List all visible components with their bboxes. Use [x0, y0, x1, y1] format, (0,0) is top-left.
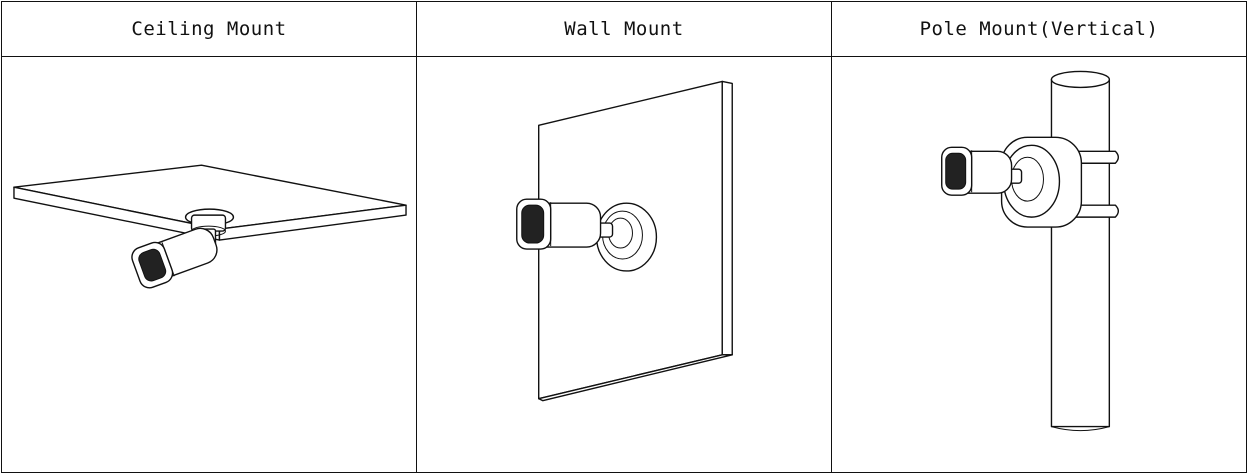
wall-mount-illustration	[516, 80, 733, 402]
ceiling-camera-lens	[138, 248, 167, 282]
ceiling-mount-illustration	[13, 164, 407, 289]
pole-top	[1050, 70, 1111, 89]
heading-wall-mount: Wall Mount	[416, 1, 832, 57]
pole-mount-illustration	[941, 70, 1120, 432]
wall-camera-lens	[521, 204, 545, 244]
wall-mount-cell	[416, 56, 832, 473]
pole-mount-cell	[831, 56, 1247, 473]
ceiling-mount-cell	[1, 56, 417, 473]
illustration-row	[1, 56, 1247, 473]
pole-camera	[941, 146, 1013, 196]
heading-pole-mount: Pole Mount(Vertical)	[831, 1, 1247, 57]
wall-camera	[516, 198, 602, 250]
ceiling-slab-side	[218, 204, 407, 241]
pole	[1050, 78, 1111, 428]
header-row: Ceiling Mount Wall Mount Pole Mount(Vert…	[1, 1, 1247, 57]
pole-camera-lens	[945, 152, 967, 190]
wall-panel-bottom	[538, 354, 733, 402]
ceiling-camera	[131, 227, 218, 289]
heading-ceiling-mount: Ceiling Mount	[1, 1, 417, 57]
wall-panel-side	[721, 80, 733, 356]
